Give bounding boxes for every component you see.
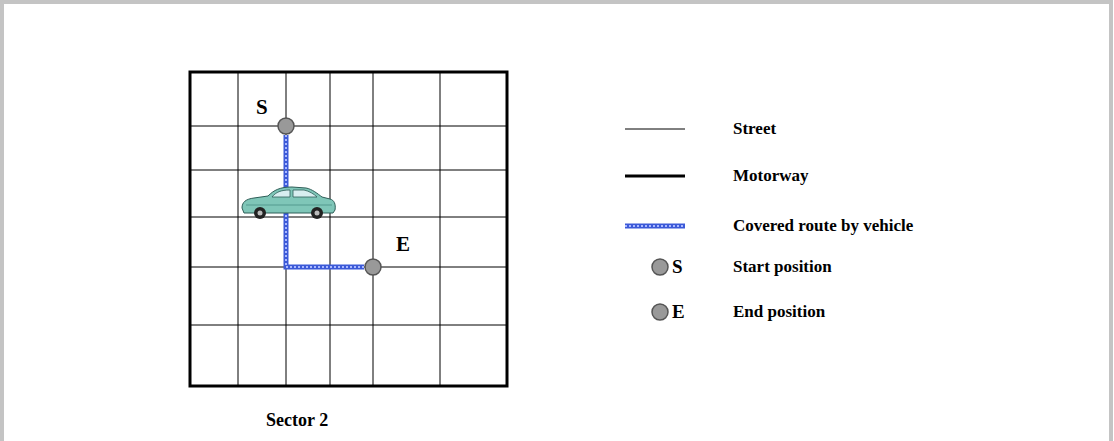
legend-letter: S (672, 256, 683, 278)
car-hub (315, 211, 320, 216)
street-line (190, 126, 507, 127)
street-line (373, 72, 374, 386)
position-marker: S (277, 117, 295, 135)
car-window (293, 190, 317, 197)
legend-letter: E (672, 301, 685, 323)
car-hub (258, 211, 263, 216)
marker-circle (277, 117, 295, 135)
legend-text: Street (733, 119, 776, 139)
car-window (272, 190, 290, 197)
start-sample (652, 259, 668, 275)
route-sample (625, 224, 685, 229)
sector-caption: Sector 2 (266, 410, 328, 431)
street-line (190, 217, 507, 218)
marker-circle (278, 118, 294, 134)
marker-circle (364, 258, 382, 276)
street-line (330, 72, 331, 386)
legend-text: Covered route by vehicle (733, 216, 913, 236)
marker-circle (365, 259, 381, 275)
street-sample (625, 129, 685, 130)
position-marker: E (364, 258, 382, 276)
legend-text: Motorway (733, 166, 809, 186)
car-wheel (254, 207, 266, 219)
motorway-border (190, 72, 507, 386)
position-letter: E (396, 232, 410, 257)
route-sample-dots (625, 225, 685, 227)
position-letter: S (256, 95, 268, 120)
car-trim (246, 205, 332, 206)
street-line (238, 72, 239, 386)
car (242, 187, 335, 219)
legend-text: End position (733, 302, 825, 322)
street-lines (190, 72, 507, 386)
car-wheel (311, 207, 323, 219)
street-line (440, 72, 441, 386)
motorway-sample (625, 175, 685, 178)
end-sample (652, 304, 668, 320)
legend-text: Start position (733, 257, 832, 277)
street-line (190, 325, 507, 326)
street-line (190, 170, 507, 171)
